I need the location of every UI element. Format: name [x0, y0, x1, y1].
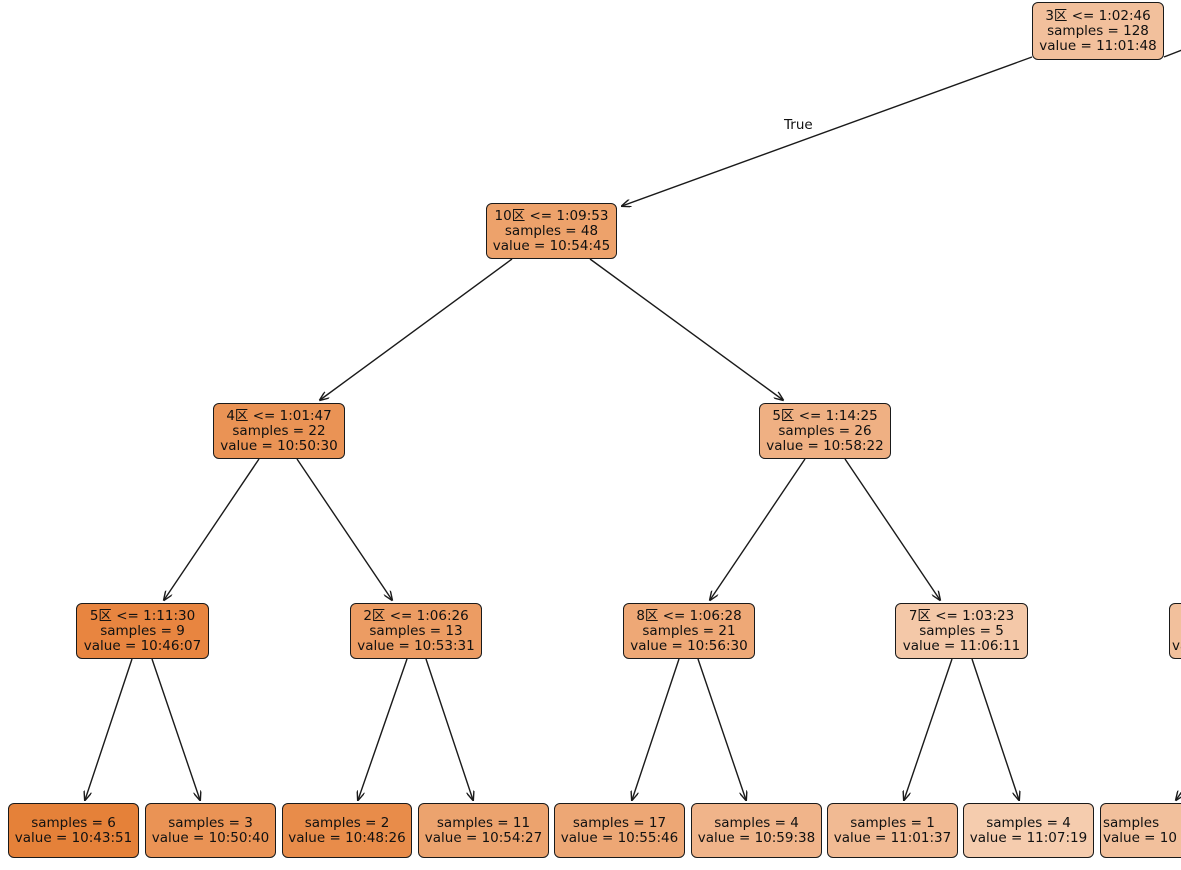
tree-edge [151, 658, 200, 800]
tree-edge [320, 258, 513, 400]
split-node: va [1169, 603, 1181, 659]
node-line: value = 10:48:26 [288, 829, 406, 846]
node-line: value = 10:46:07 [83, 637, 202, 654]
node-line: 10区 <= 1:09:53 [494, 207, 609, 224]
node-line: value = 10:50:30 [220, 437, 338, 454]
node-line: samples = 6 [31, 814, 116, 831]
node-line: value = 11:06:11 [902, 637, 1021, 654]
node-line: samples = 5 [919, 622, 1004, 639]
node-line: samples = 4 [714, 814, 799, 831]
node-line [1172, 609, 1176, 624]
node-line: samples = 9 [100, 622, 185, 639]
node-line: samples = 48 [504, 222, 599, 239]
node-line: samples = 17 [572, 814, 667, 831]
node-line [1172, 624, 1176, 639]
node-line: value = 11:01:48 [1039, 37, 1157, 54]
node-line: samples = 21 [642, 622, 736, 639]
node-line: value = 10:59:38 [697, 829, 816, 846]
tree-edge [425, 658, 473, 800]
tree-edge [710, 458, 806, 600]
node-line: 5区 <= 1:11:30 [89, 607, 196, 624]
node-line: samples [1103, 814, 1160, 831]
tree-edge [589, 258, 783, 400]
node-line: value = 10:54:45 [492, 237, 611, 254]
tree-edge [697, 658, 746, 800]
node-line: 5区 <= 1:14:25 [772, 407, 878, 424]
node-line: samples = 2 [304, 814, 390, 831]
tree-edge [971, 658, 1019, 800]
tree-edge [622, 56, 1033, 206]
node-line: 7区 <= 1:03:23 [908, 607, 1015, 624]
tree-edges [85, 49, 1181, 800]
node-line: 8区 <= 1:06:28 [636, 607, 742, 624]
tree-edge [844, 458, 940, 600]
node-line: samples = 128 [1047, 22, 1149, 39]
tree-edge [1163, 49, 1181, 58]
node-line: samples = 4 [986, 814, 1071, 831]
tree-edge [296, 458, 392, 600]
node-line: samples = 3 [168, 814, 253, 831]
node-line: samples = 22 [232, 422, 326, 439]
node-line: samples = 13 [369, 622, 463, 639]
node-line: value = 11:07:19 [969, 829, 1088, 846]
node-line: value = 10:43:51 [14, 829, 133, 846]
node-line: 2区 <= 1:06:26 [363, 607, 469, 624]
node-line: value = 10:58:22 [766, 437, 884, 454]
node-line: value = 10:55:46 [560, 829, 679, 846]
node-line: 3区 <= 1:02:46 [1045, 7, 1151, 24]
node-line: value = 10 [1103, 829, 1177, 846]
node-line: value = 10:50:40 [151, 829, 270, 846]
node-line: value = 10:56:30 [630, 637, 748, 654]
tree-edge [85, 658, 133, 800]
node-line: value = 10:53:31 [357, 637, 475, 654]
node-line: samples = 1 [850, 814, 935, 831]
node-line: samples = 26 [778, 422, 872, 439]
node-line: va [1172, 637, 1181, 654]
tree-edge [164, 458, 260, 600]
tree-edge [1176, 780, 1181, 800]
tree-edge [904, 658, 953, 800]
tree-edge [632, 658, 680, 800]
true-edge-label: True [784, 117, 813, 133]
node-line: 4区 <= 1:01:47 [226, 407, 332, 424]
tree-edge [358, 658, 408, 800]
node-line: value = 10:54:27 [424, 829, 543, 846]
node-line: samples = 11 [436, 814, 531, 831]
node-line: value = 11:01:37 [833, 829, 952, 846]
